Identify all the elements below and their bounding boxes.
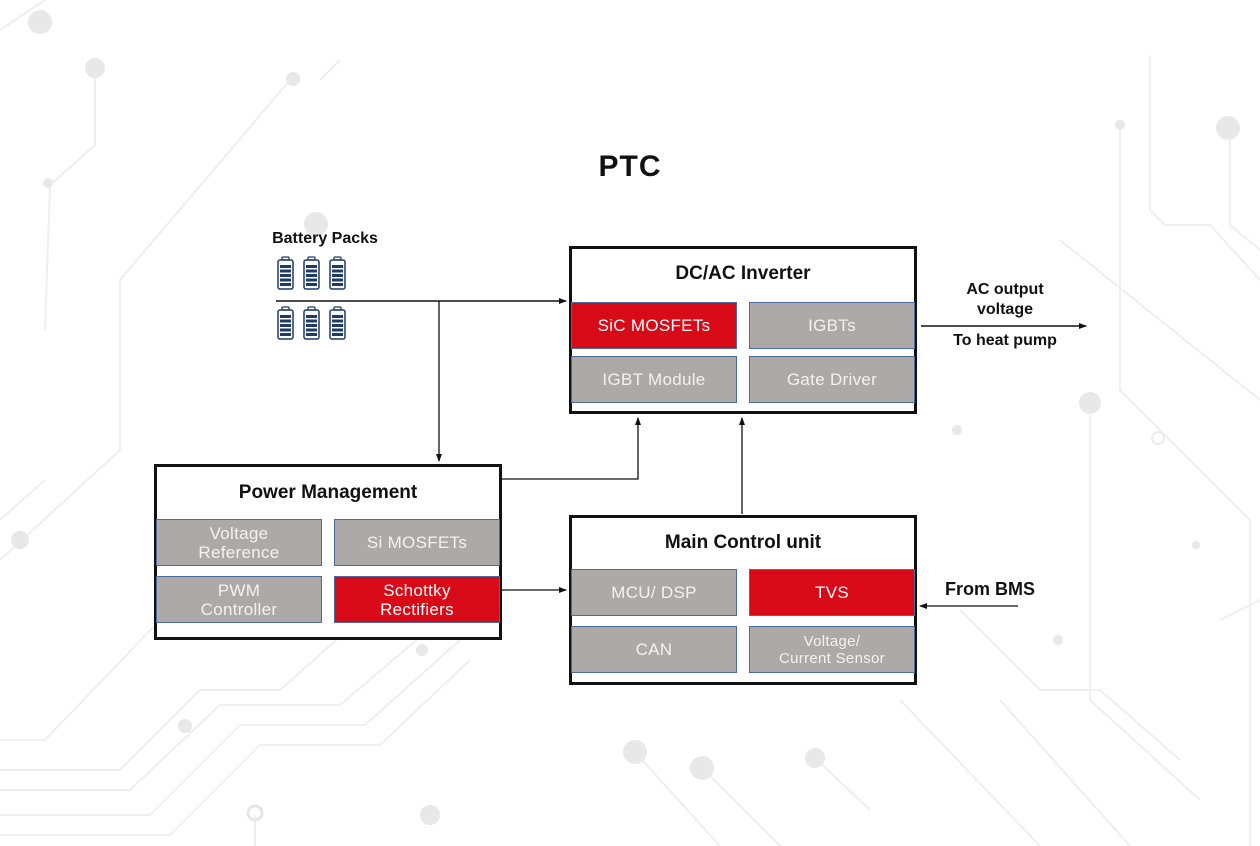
battery-icon [277, 306, 294, 340]
schottky-rectifiers-line2: Rectifiers [380, 599, 454, 619]
pwm-controller-line2: Controller [200, 599, 278, 619]
battery-icon [329, 256, 346, 290]
from-bms-label: From BMS [945, 579, 1035, 599]
component-si-mosfets: Si MOSFETs [334, 519, 500, 566]
component-tvs: TVS [749, 569, 915, 616]
main-control-title: Main Control unit [664, 532, 822, 553]
pwm-controller-line1: PWM [217, 580, 261, 600]
component-mcu-dsp: MCU/ DSP [571, 569, 737, 616]
ac-output-label: AC output voltage [925, 280, 1085, 320]
inverter-title: DC/AC Inverter [675, 263, 811, 284]
ac-output-line1: AC output [966, 281, 1044, 298]
diagram-title: PTC [598, 150, 662, 183]
component-igbts: IGBTs [749, 302, 915, 349]
battery-packs-label: Battery Packs [272, 230, 378, 247]
voltage-current-sensor-line2: Current Sensor [779, 649, 885, 667]
battery-icon [329, 306, 346, 340]
battery-icon [303, 256, 320, 290]
battery-icon [277, 256, 294, 290]
component-voltage-current-sensor: Voltage/Current Sensor [749, 626, 915, 673]
component-sic-mosfets: SiC MOSFETs [571, 302, 737, 349]
component-igbt-module: IGBT Module [571, 356, 737, 403]
voltage-reference-line1: Voltage [209, 523, 269, 543]
power-management-title: Power Management [238, 482, 418, 503]
voltage-current-sensor-line1: Voltage/ [803, 632, 861, 650]
battery-icon [303, 306, 320, 340]
heat-pump-label: To heat pump [953, 332, 1057, 349]
component-can: CAN [571, 626, 737, 673]
voltage-reference-line2: Reference [198, 542, 280, 562]
ac-output-line2: voltage [976, 301, 1033, 318]
component-gate-driver: Gate Driver [749, 356, 915, 403]
schottky-rectifiers-line1: Schottky [383, 580, 451, 600]
